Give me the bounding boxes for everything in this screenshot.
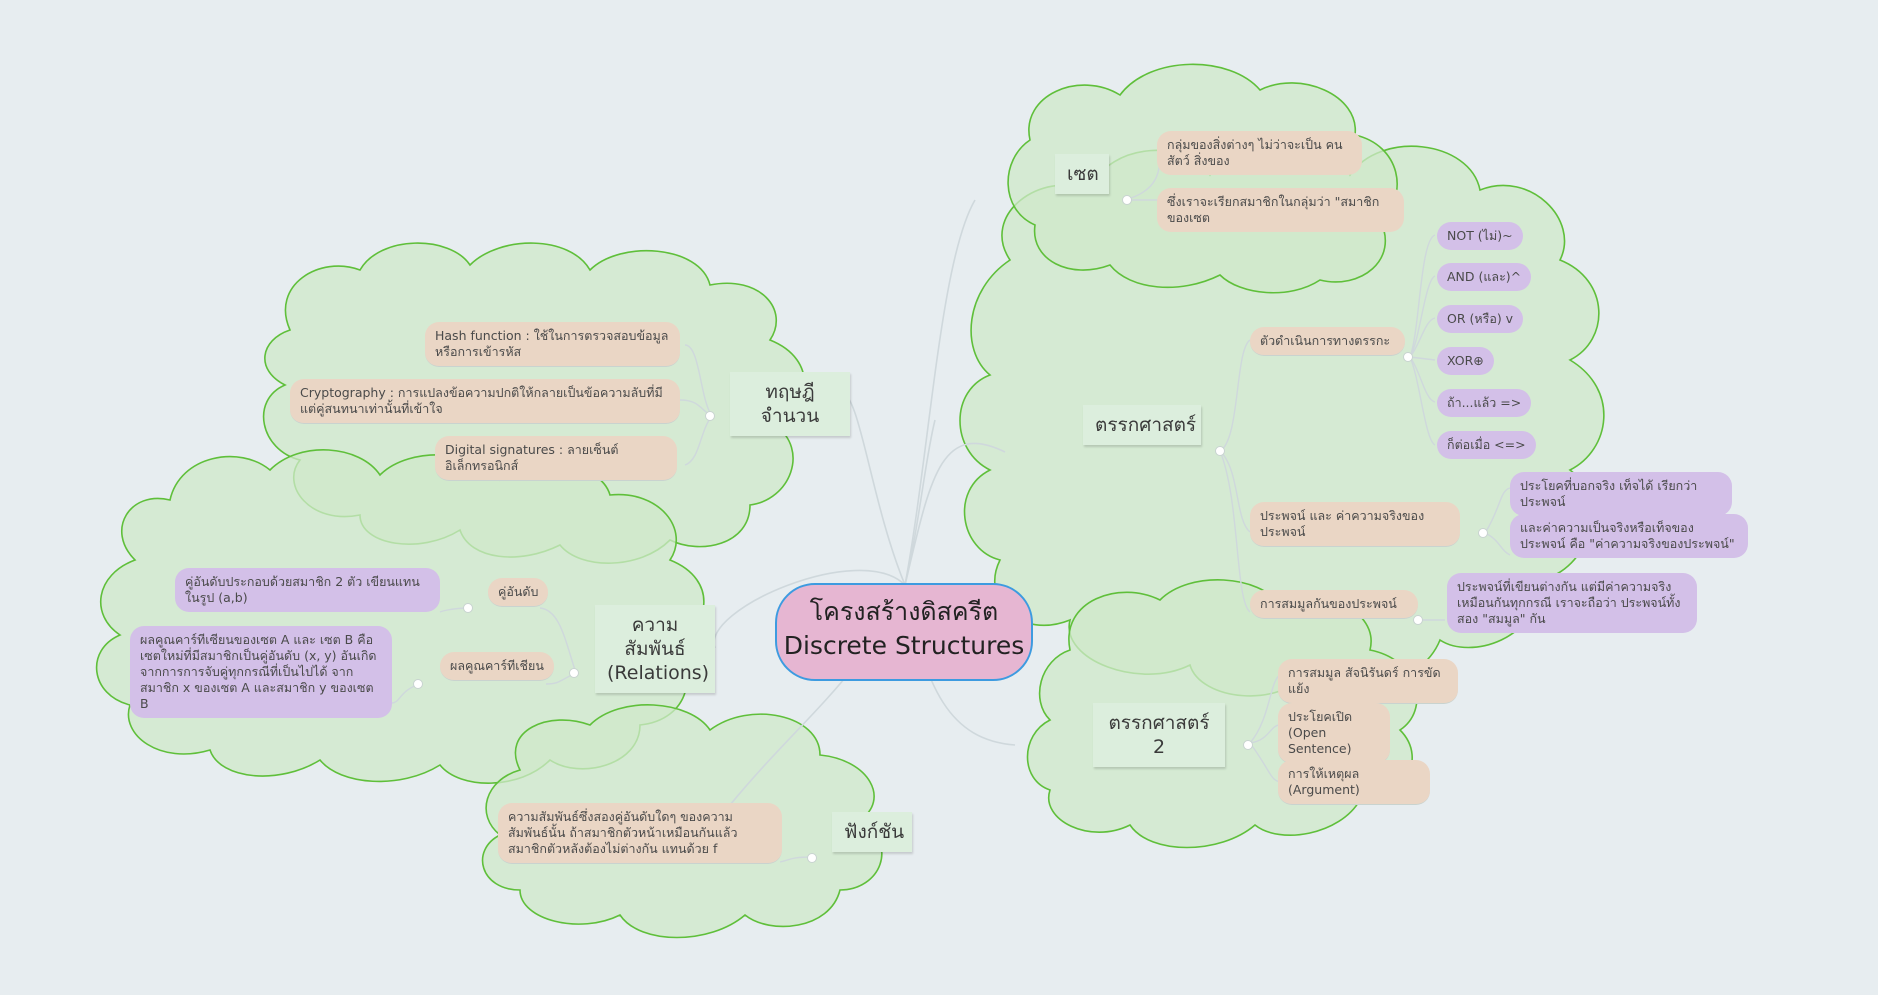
collapse-dot[interactable] (1413, 615, 1423, 625)
topic-function[interactable]: ฟังก์ชัน (832, 812, 912, 852)
set-item-1[interactable]: กลุ่มของสิ่งต่างๆ ไม่ว่าจะเป็น คน สัตว์ … (1157, 131, 1362, 175)
collapse-dot[interactable] (569, 668, 579, 678)
central-topic-english: Discrete Structures (783, 631, 1025, 660)
topic-relations[interactable]: ความสัมพันธ์ (Relations) (595, 605, 715, 693)
logic2-item-1[interactable]: การสมมูล สัจนิรันดร์ การขัดแย้ง (1278, 659, 1458, 704)
cartesian-desc[interactable]: ผลคูณคาร์ทีเซียนของเซต A และ เซต B คือ เ… (130, 626, 392, 718)
logic2-item-2[interactable]: ประโยคเปิด (Open Sentence) (1278, 703, 1390, 764)
number-theory-item-3[interactable]: Digital signatures : ลายเซ็นต์อิเล็กทรอน… (435, 436, 677, 481)
proposition-item-2[interactable]: และค่าความเป็นจริงหรือเท็จของประพจน์ คือ… (1510, 514, 1748, 558)
relations-cartesian-label[interactable]: ผลคูณคาร์ทีเชียน (440, 652, 554, 681)
collapse-dot[interactable] (463, 603, 473, 613)
central-topic[interactable]: โครงสร้างดิสครีต Discrete Structures (775, 583, 1033, 681)
logic-equivalence-label[interactable]: การสมมูลกันของประพจน์ (1250, 590, 1418, 619)
collapse-dot[interactable] (1215, 446, 1225, 456)
topic-logic[interactable]: ตรรกศาสตร์ (1083, 405, 1201, 445)
topic-number-theory[interactable]: ทฤษฎีจำนวน (730, 372, 850, 436)
collapse-dot[interactable] (1243, 740, 1253, 750)
collapse-dot[interactable] (1478, 528, 1488, 538)
operator-and[interactable]: AND (และ)^ (1437, 263, 1532, 291)
number-theory-item-1[interactable]: Hash function : ใช้ในการตรวจสอบข้อมูล หร… (425, 322, 680, 367)
collapse-dot[interactable] (705, 411, 715, 421)
operator-iff[interactable]: ก็ต่อเมื่อ <=> (1437, 431, 1536, 459)
collapse-dot[interactable] (807, 853, 817, 863)
logic-propositions-label[interactable]: ประพจน์ และ ค่าความจริงของประพจน์ (1250, 502, 1460, 547)
operator-implies[interactable]: ถ้า...แล้ว => (1437, 389, 1532, 417)
ordered-pair-desc[interactable]: คู่อันดับประกอบด้วยสมาชิก 2 ตัว เขียนแทน… (175, 568, 440, 612)
topic-logic2[interactable]: ตรรกศาสตร์ 2 (1093, 703, 1225, 767)
operator-xor[interactable]: XOR⊕ (1437, 347, 1494, 375)
set-item-2[interactable]: ซึ่งเราจะเรียกสมาชิกในกลุ่มว่า "สมาชิกขอ… (1157, 188, 1404, 232)
logic-operators-label[interactable]: ตัวดำเนินการทางตรรกะ (1250, 327, 1405, 356)
central-topic-thai: โครงสร้างดิสครีต (809, 597, 999, 626)
equivalence-desc[interactable]: ประพจน์ที่เขียนต่างกัน แต่มีค่าความจริงเ… (1447, 573, 1697, 633)
cloud-set (1007, 63, 1398, 294)
proposition-item-1[interactable]: ประโยคที่บอกจริง เท็จได้ เรียกว่าประพจน์ (1510, 472, 1732, 516)
number-theory-item-2[interactable]: Cryptography : การแปลงข้อความปกติให้กลาย… (290, 379, 680, 424)
relations-ordered-pair-label[interactable]: คู่อันดับ (488, 578, 549, 607)
collapse-dot[interactable] (413, 679, 423, 689)
collapse-dot[interactable] (1122, 195, 1132, 205)
operator-not[interactable]: NOT (ไม่)~ (1437, 222, 1523, 250)
function-desc[interactable]: ความสัมพันธ์ซึ่งสองคู่อันดับใดๆ ของความส… (498, 803, 782, 864)
logic2-item-3[interactable]: การให้เหตุผล (Argument) (1278, 760, 1430, 805)
operator-or[interactable]: OR (หรือ) v (1437, 305, 1524, 333)
topic-set[interactable]: เซต (1055, 154, 1109, 194)
collapse-dot[interactable] (1403, 352, 1413, 362)
